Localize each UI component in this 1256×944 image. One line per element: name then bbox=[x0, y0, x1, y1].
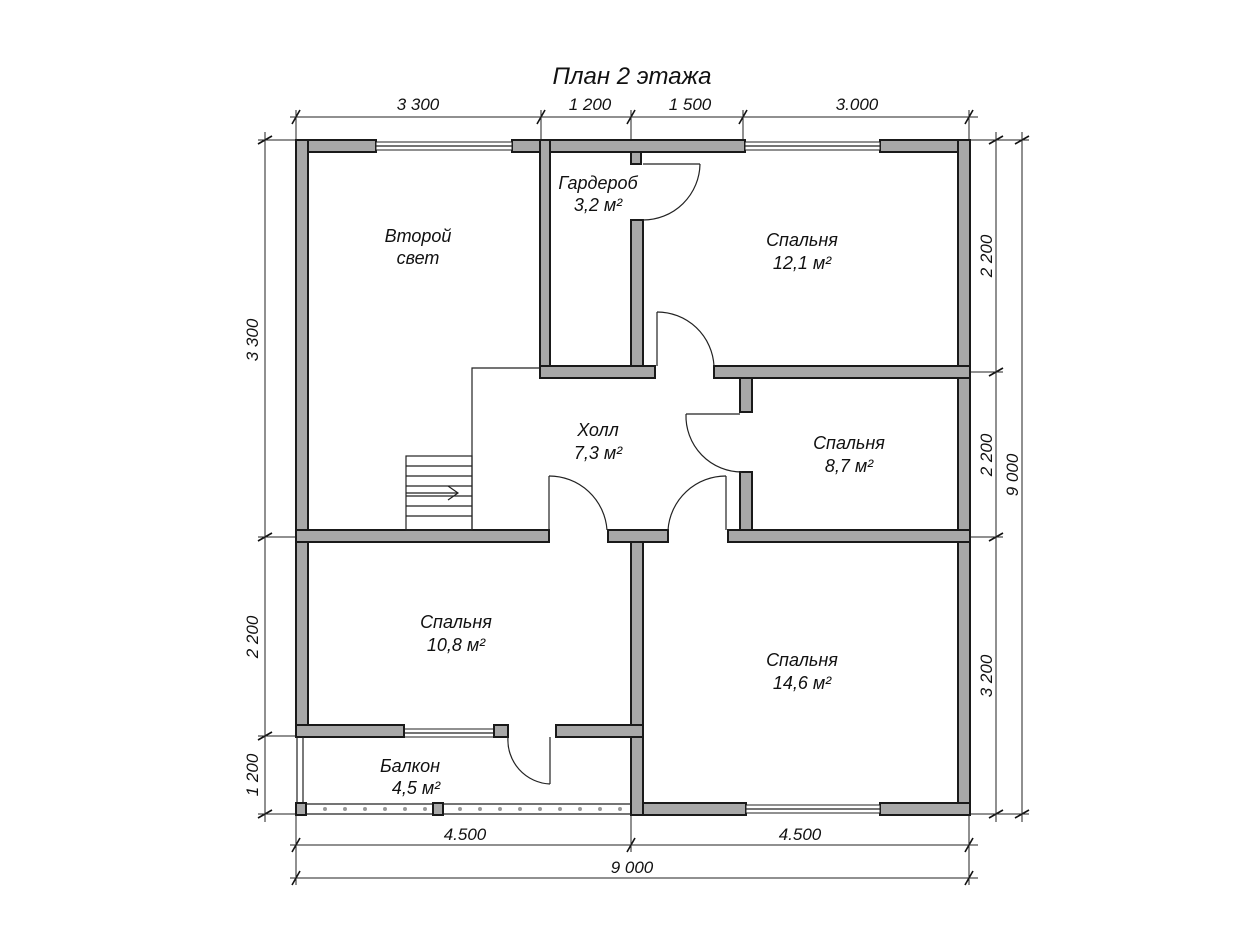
dim-top-2: 1 200 bbox=[569, 95, 612, 114]
dim-right-total: 9 000 bbox=[1003, 453, 1022, 496]
room-hall: Холл 7,3 м² bbox=[574, 420, 623, 463]
staircase bbox=[405, 367, 540, 531]
room-balcony: Балкон 4,5 м² bbox=[380, 756, 441, 798]
plan-title: План 2 этажа bbox=[553, 63, 712, 90]
dim-bottom-2: 4.500 bbox=[779, 825, 822, 844]
room-bedroom-top-right: Спальня 12,1 м² bbox=[766, 230, 838, 273]
room-second-light-name: Второй bbox=[385, 226, 452, 246]
room-balcony-area: 4,5 м² bbox=[392, 778, 441, 798]
room-bedroom-bottom-left: Спальня 10,8 м² bbox=[420, 612, 492, 655]
room-bedroom-top-right-area: 12,1 м² bbox=[773, 253, 832, 273]
balcony-railing bbox=[295, 737, 631, 816]
dim-left-2: 2 200 bbox=[243, 615, 262, 659]
room-hall-area: 7,3 м² bbox=[574, 443, 623, 463]
dimension-right: 2 200 2 200 3 200 9 000 bbox=[969, 132, 1030, 822]
dimension-bottom: 4.500 4.500 9 000 bbox=[290, 815, 978, 886]
dim-left-1: 3 300 bbox=[243, 318, 262, 361]
room-bedroom-bottom-left-area: 10,8 м² bbox=[427, 635, 486, 655]
room-hall-name: Холл bbox=[576, 420, 619, 440]
dimension-top: 3 300 1 200 1 500 3.000 bbox=[290, 95, 978, 140]
room-bedroom-middle-right-name: Спальня bbox=[813, 433, 885, 453]
room-bedroom-bottom-right: Спальня 14,6 м² bbox=[766, 650, 838, 693]
room-wardrobe-area: 3,2 м² bbox=[574, 195, 623, 215]
room-bedroom-middle-right: Спальня 8,7 м² bbox=[813, 433, 885, 476]
interior-walls bbox=[295, 139, 971, 816]
dim-bottom-1: 4.500 bbox=[444, 825, 487, 844]
dimension-left: 3 300 2 200 1 200 bbox=[243, 132, 296, 822]
dim-right-1: 2 200 bbox=[977, 234, 996, 278]
dim-top-1: 3 300 bbox=[397, 95, 440, 114]
room-second-light-name-2: свет bbox=[397, 248, 440, 268]
room-bedroom-top-right-name: Спальня bbox=[766, 230, 838, 250]
dim-right-2: 2 200 bbox=[977, 433, 996, 477]
room-bedroom-middle-right-area: 8,7 м² bbox=[825, 456, 874, 476]
dim-top-4: 3.000 bbox=[836, 95, 879, 114]
dim-right-3: 3 200 bbox=[977, 654, 996, 697]
room-bedroom-bottom-right-name: Спальня bbox=[766, 650, 838, 670]
room-bedroom-bottom-right-area: 14,6 м² bbox=[773, 673, 832, 693]
room-second-light: Второй свет bbox=[385, 226, 452, 268]
room-wardrobe: Гардероб 3,2 м² bbox=[558, 173, 638, 215]
room-balcony-name: Балкон bbox=[380, 756, 440, 776]
windows bbox=[375, 141, 881, 814]
doors bbox=[507, 163, 743, 785]
dim-bottom-total: 9 000 bbox=[611, 858, 654, 877]
dim-top-3: 1 500 bbox=[669, 95, 712, 114]
dim-left-3: 1 200 bbox=[243, 753, 262, 796]
room-wardrobe-name: Гардероб bbox=[558, 173, 638, 193]
room-bedroom-bottom-left-name: Спальня bbox=[420, 612, 492, 632]
